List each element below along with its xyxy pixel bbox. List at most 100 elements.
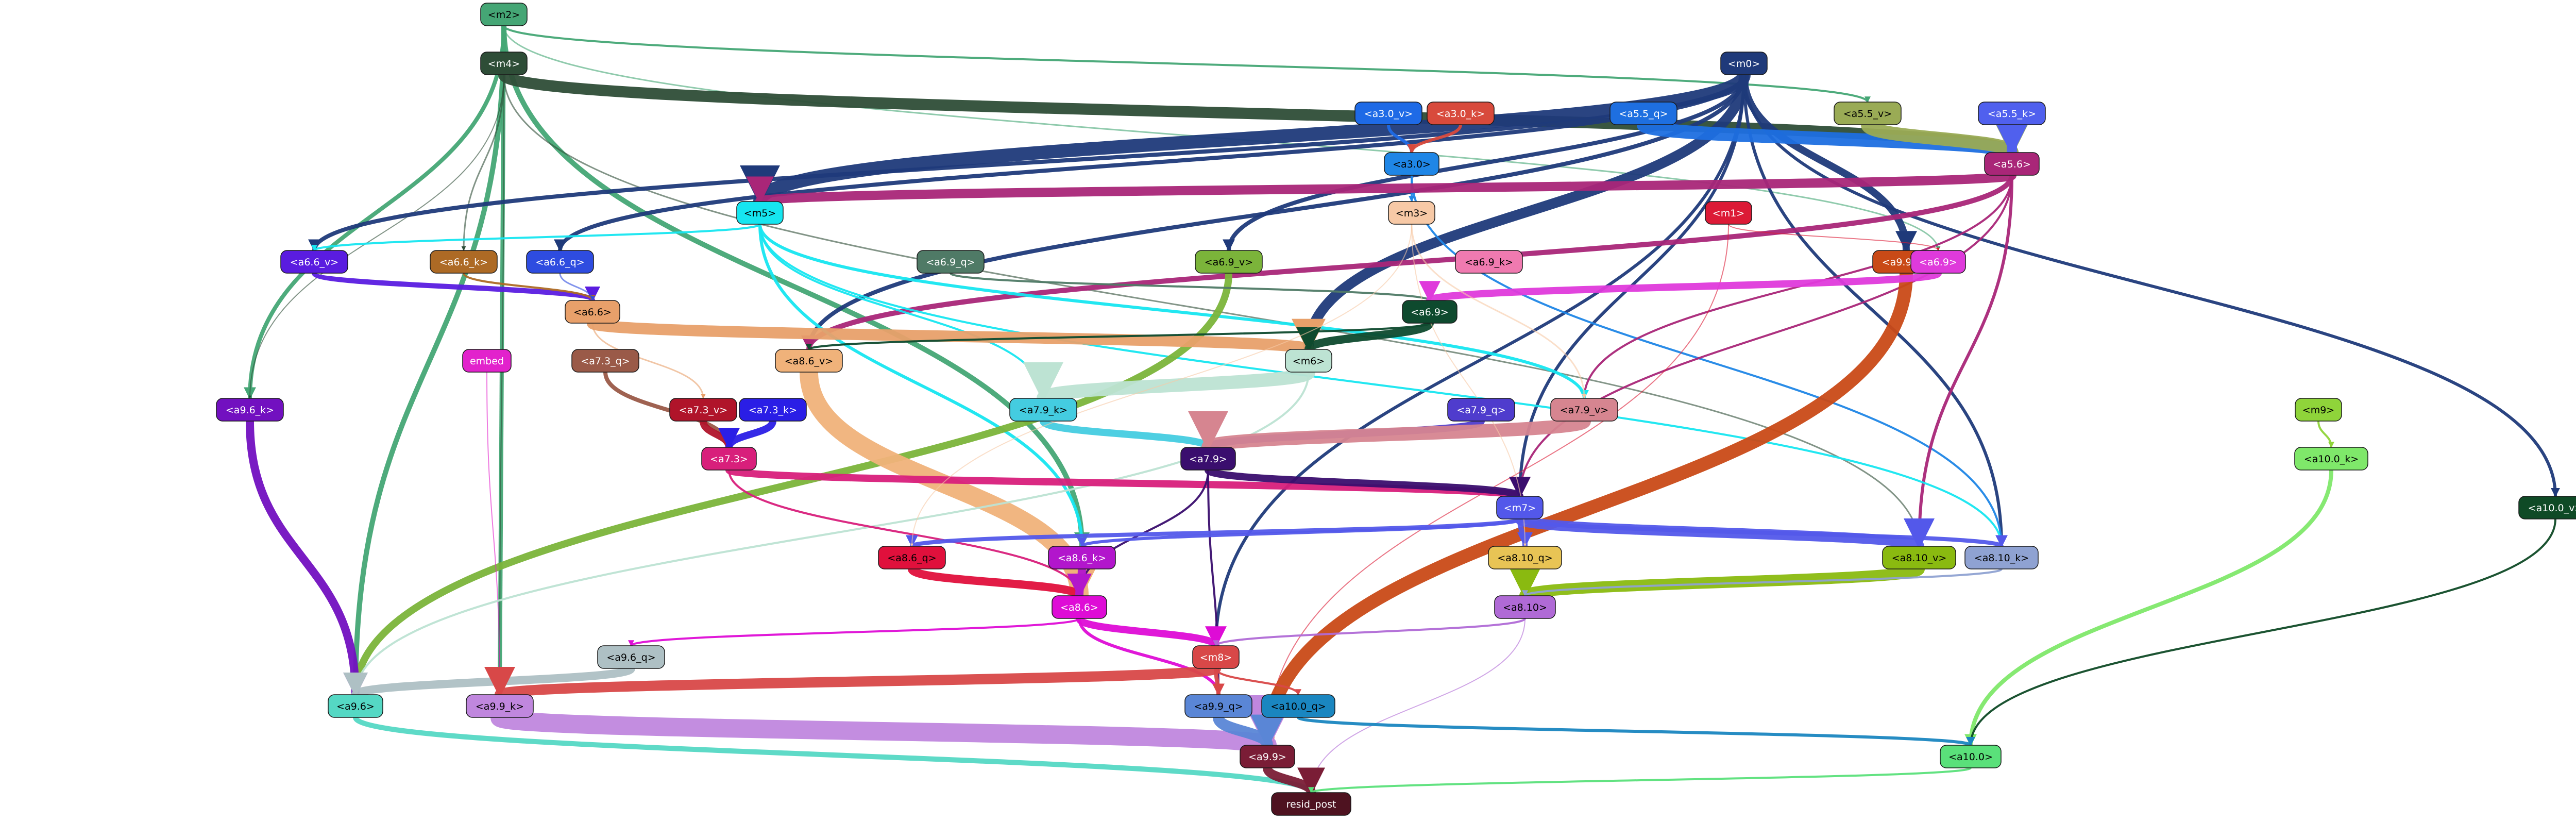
node-a7-3-v[interactable]: <a7.3_v> [669,398,737,422]
edge-a8_10-to-m8 [1213,617,1526,647]
edge-a8_10_v-to-a8_10 [1509,563,1925,601]
node-a5-5-k[interactable]: <a5.5_k> [1978,102,2046,125]
edge-m2-to-a8_6_k [501,25,1090,548]
node-a6-6-q[interactable]: <a6.6_q> [526,250,594,274]
edge-m4-to-a9_9_k [498,74,504,695]
edge-a5_6-to-a8_10_v [1914,175,2013,547]
edge-m4-to-a8_10_v [503,74,1922,547]
node-a5-5-v[interactable]: <a5.5_v> [1834,102,1902,125]
node-a8-10-q[interactable]: <a8.10_q> [1488,546,1562,569]
node-m1[interactable]: <m1> [1705,201,1752,225]
node-box [1720,52,1768,75]
edge-a6_6_k-to-a6_6 [463,273,596,301]
node-m0[interactable]: <m0> [1720,52,1768,75]
node-a7-3-k[interactable]: <a7.3_k> [739,398,807,422]
node-a8-10-k[interactable]: <a8.10_k> [1964,546,2039,569]
edge-m3-to-a8_6_q [910,224,1412,547]
node-a10-0-v[interactable]: <a10.0_v> [2518,496,2576,519]
node-a7-3[interactable]: <a7.3> [701,447,757,471]
node-a6-9-q[interactable]: <a6.9_q> [917,250,985,274]
node-box [565,300,620,324]
edge-a7_9-to-m7 [1205,466,1531,500]
node-m9[interactable]: <m9> [2295,398,2342,422]
node-a8-10-v[interactable]: <a8.10_v> [1882,546,1956,569]
node-box [462,349,512,373]
node-a7-9-q[interactable]: <a7.9_q> [1447,398,1515,422]
node-m3[interactable]: <m3> [1388,201,1435,225]
node-m5[interactable]: <m5> [736,201,784,225]
node-label: <m5> [744,208,776,219]
node-a5-6[interactable]: <a5.6> [1984,152,2040,176]
edge-a9_9_v-to-a9_9 [1247,273,1913,749]
node-a8-6-v[interactable]: <a8.6_v> [775,349,843,373]
node-box [1195,250,1263,274]
node-embed[interactable]: embed [462,349,512,373]
edge-a5_6-to-a8_6_v [801,175,2014,351]
node-a6-9-v[interactable]: <a6.9_v> [1195,250,1263,274]
node-a7-9[interactable]: <a7.9> [1180,447,1236,471]
edge-a8_6-to-a9_9_q [1078,618,1223,696]
node-box [1384,152,1439,176]
edge-m0-to-a10_0_v [1742,74,2560,497]
edge-a5_6-to-m5 [748,171,2016,206]
edge-m0-to-a6_6_v [308,74,1746,252]
node-a8-6[interactable]: <a8.6> [1052,595,1107,619]
node-a9-9-k[interactable]: <a9.9_k> [466,694,534,718]
node-m6[interactable]: <m6> [1285,349,1332,373]
node-box [597,645,665,669]
node-a9-9-q[interactable]: <a9.9_q> [1184,694,1252,718]
node-box [1427,102,1495,125]
node-box [466,694,534,718]
node-a9-6-q[interactable]: <a9.6_q> [597,645,665,669]
node-label: <a8.10_k> [1974,552,2029,564]
edge-a6_6_v-to-a6_6 [312,271,600,303]
node-a8-6-q[interactable]: <a8.6_q> [878,546,946,569]
edge-m2-to-a9_6 [348,25,506,696]
node-label: resid_post [1286,799,1336,810]
node-box [430,250,498,274]
node-label: <a6.9_q> [926,257,975,268]
node-a10-0-q[interactable]: <a10.0_q> [1261,694,1335,718]
node-a6-9[interactable]: <a6.9> [1910,250,1966,274]
node-box [328,694,383,718]
node-a7-9-v[interactable]: <a7.9_v> [1550,398,1618,422]
node-box [1488,546,1562,569]
node-a8-10[interactable]: <a8.10> [1494,595,1556,619]
node-box [1609,102,1677,125]
node-a3-0-k[interactable]: <a3.0_k> [1427,102,1495,125]
node-a6-6-v[interactable]: <a6.6_v> [280,250,348,274]
edge-m5-to-a8_10_k [759,224,2005,547]
edge-a7_3-to-a8_6 [728,469,1082,597]
node-a6-9-k[interactable]: <a6.9_k> [1455,250,1523,274]
node-a8-6-k[interactable]: <a8.6_k> [1048,546,1116,569]
node-box [739,398,807,422]
node-label: <a7.3_v> [679,405,727,416]
node-m4[interactable]: <m4> [480,52,528,75]
node-a9-9[interactable]: <a9.9> [1240,745,1295,768]
node-a7-3-q[interactable]: <a7.3_q> [571,349,639,373]
node-a10-0-k[interactable]: <a10.0_k> [2294,447,2368,471]
edge-embed-to-a9_9_k [486,372,501,695]
edge-a8_6_q-to-a8_6 [908,566,1092,598]
node-a10-0[interactable]: <a10.0> [1940,745,2002,768]
node-a6-6[interactable]: <a6.6> [565,300,620,324]
node-resid-post[interactable]: resid_post [1271,792,1351,816]
node-a7-9-k[interactable]: <a7.9_k> [1009,398,1077,422]
node-m2[interactable]: <m2> [480,3,528,26]
node-a9-6-k[interactable]: <a9.6_k> [216,398,284,422]
node-a3-0[interactable]: <a3.0> [1384,152,1439,176]
node-m8[interactable]: <m8> [1192,645,1240,669]
edge-m2-to-a9_6_k [244,25,506,400]
node-a6-9b[interactable]: <a6.9> [1402,300,1458,324]
edge-a9_6_k-to-a9_6 [246,421,368,697]
node-a9-6[interactable]: <a9.6> [328,694,383,718]
node-a5-5-q[interactable]: <a5.5_q> [1609,102,1677,125]
node-label: <a6.6> [573,307,612,318]
edge-a9_6-to-resid_post [353,716,1319,794]
node-box [775,349,843,373]
node-label: <a7.3> [710,454,748,465]
node-a6-6-k[interactable]: <a6.6_k> [430,250,498,274]
edge-m8-to-a9_9_k [485,663,1221,700]
node-a3-0-v[interactable]: <a3.0_v> [1354,102,1422,125]
node-m7[interactable]: <m7> [1496,496,1544,519]
